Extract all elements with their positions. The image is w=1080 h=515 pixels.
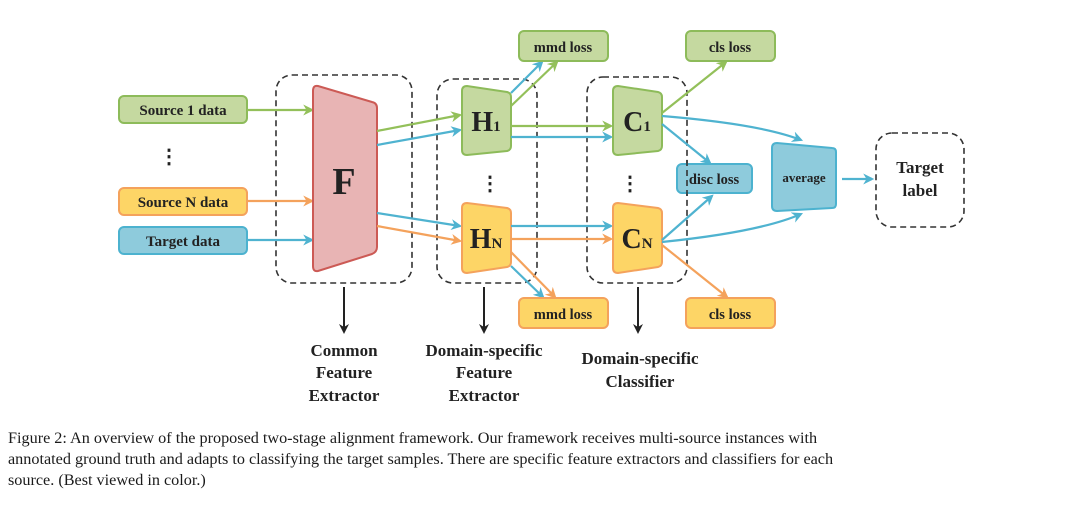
h1-label: H1 xyxy=(471,107,500,138)
disc-loss: disc loss xyxy=(676,163,753,194)
cls-loss-top: cls loss xyxy=(685,30,776,62)
feature-extractor-h1: H1 xyxy=(461,84,512,157)
f-label: F xyxy=(332,161,355,203)
stage-feature-line2: Feature xyxy=(456,363,513,382)
c1-label: C1 xyxy=(623,107,651,138)
arrow-cn-to-average xyxy=(661,212,804,244)
mmd-loss-top: mmd loss xyxy=(518,30,609,62)
stage-classifier-line1: Domain-specific xyxy=(581,349,699,368)
hn-label: HN xyxy=(470,224,503,255)
classifier-cn: CN xyxy=(612,201,663,275)
input-target: Target data xyxy=(118,226,248,255)
input-source-n: Source N data xyxy=(118,187,248,216)
classifier-group xyxy=(586,76,688,284)
mmd-loss-bottom-label: mmd loss xyxy=(534,307,593,323)
feature-extractor-group xyxy=(436,78,538,284)
cn-label: CN xyxy=(621,224,652,255)
mmd-loss-bottom: mmd loss xyxy=(518,297,609,329)
input-source-1: Source 1 data xyxy=(118,95,248,124)
caption-line-1: Figure 2: An overview of the proposed tw… xyxy=(8,429,818,447)
arrow-cn-to-cls-orange xyxy=(661,244,729,299)
arrow-cn-to-disc xyxy=(661,194,714,241)
arrow-f-to-h1-blue xyxy=(376,126,463,147)
caption-line-2: annotated ground truth and adapts to cla… xyxy=(8,450,834,468)
stage-label-classifier: Domain-specific Classifier xyxy=(581,349,699,391)
input-target-label: Target data xyxy=(146,234,221,250)
arrow-hn-to-mmd-blue xyxy=(510,265,545,299)
stage-label-common: Common Feature Extractor xyxy=(309,341,380,405)
arrow-h1-to-mmd-blue xyxy=(510,60,544,94)
feature-extractor-hn: HN xyxy=(461,201,512,275)
cls-loss-top-label: cls loss xyxy=(709,40,752,56)
framework-diagram: Source 1 data ⋮ Source N data Target dat… xyxy=(118,30,965,405)
target-label-line2: label xyxy=(903,181,938,200)
arrow-h1-to-mmd-green xyxy=(510,60,559,107)
caption-line-3: source. (Best viewed in color.) xyxy=(8,471,206,489)
stage-feature-line1: Domain-specific xyxy=(425,341,543,360)
classifier-ellipsis: ⋮ xyxy=(620,173,640,195)
extractor-ellipsis: ⋮ xyxy=(480,173,500,195)
disc-loss-label: disc loss xyxy=(689,172,740,188)
target-label-box xyxy=(875,132,965,228)
stage-common-line3: Extractor xyxy=(309,386,380,405)
arrow-c1-to-disc xyxy=(661,123,712,165)
arrow-c1-to-cls-green xyxy=(661,60,728,114)
input-source-1-label: Source 1 data xyxy=(139,103,227,119)
arrow-f-to-hn-blue xyxy=(376,211,463,231)
arrow-c1-to-average xyxy=(661,114,804,142)
common-feature-extractor-f: F xyxy=(312,84,378,273)
arrow-hn-to-mmd-orange xyxy=(510,251,557,299)
inputs-ellipsis: ⋮ xyxy=(159,146,179,168)
cls-loss-bottom: cls loss xyxy=(685,297,776,329)
average-module: average xyxy=(771,141,837,213)
stage-classifier-line2: Classifier xyxy=(606,372,675,391)
cls-loss-bottom-label: cls loss xyxy=(709,307,752,323)
arrow-f-to-hn-orange xyxy=(376,224,463,245)
figure-caption: Figure 2: An overview of the proposed tw… xyxy=(8,428,1076,491)
common-extractor-group xyxy=(275,74,413,284)
stage-label-feature: Domain-specific Feature Extractor xyxy=(425,341,543,405)
stage-common-line1: Common xyxy=(310,341,378,360)
stage-feature-line3: Extractor xyxy=(449,386,520,405)
stage-common-line2: Feature xyxy=(316,363,373,382)
arrow-f-to-h1-green xyxy=(376,111,463,133)
average-label: average xyxy=(782,170,826,185)
input-source-n-label: Source N data xyxy=(138,195,229,211)
classifier-c1: C1 xyxy=(612,84,663,157)
mmd-loss-top-label: mmd loss xyxy=(534,40,593,56)
target-label-line1: Target xyxy=(896,158,944,177)
